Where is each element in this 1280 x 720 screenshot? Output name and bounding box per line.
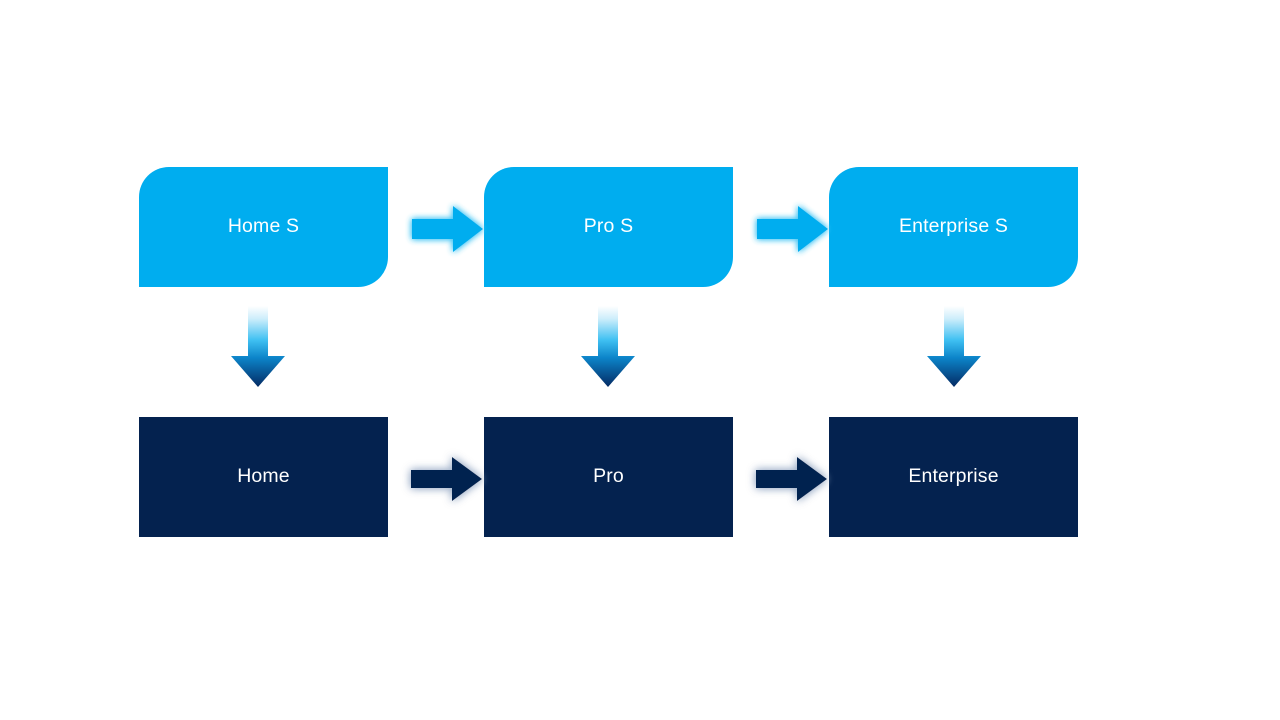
node-pro-s[interactable]: Pro S — [484, 167, 733, 287]
node-home-s-label: Home S — [227, 215, 300, 238]
arrow-pro-s-to-pro — [578, 306, 638, 390]
node-home-s[interactable]: Home S — [139, 167, 388, 287]
arrow-home-s-to-pro-s — [406, 199, 488, 259]
node-pro-label: Pro — [593, 465, 624, 488]
node-home-label: Home — [237, 465, 290, 488]
arrow-home-to-pro — [403, 449, 488, 509]
node-enterprise-s-label: Enterprise S — [898, 215, 1009, 238]
node-enterprise-s[interactable]: Enterprise S — [829, 167, 1078, 287]
arrow-pro-s-to-enterprise-s — [751, 199, 833, 259]
node-pro-s-label: Pro S — [583, 215, 634, 238]
arrow-home-s-to-home — [228, 306, 288, 390]
node-pro[interactable]: Pro — [484, 417, 733, 537]
arrow-enterprise-s-to-enterprise — [924, 306, 984, 390]
node-enterprise-label: Enterprise — [908, 465, 999, 488]
node-enterprise[interactable]: Enterprise — [829, 417, 1078, 537]
node-home[interactable]: Home — [139, 417, 388, 537]
arrow-pro-to-enterprise — [748, 449, 833, 509]
